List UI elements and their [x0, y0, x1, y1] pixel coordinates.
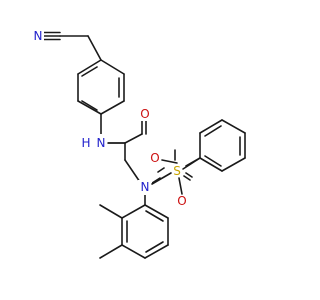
nitrile-group	[43, 31, 102, 61]
aminophenyl-ring	[77, 59, 125, 115]
dimethylphenyl-ring	[99, 191, 169, 259]
amide-h-label: H	[81, 136, 90, 150]
sulfonyl-o1-label: O	[150, 151, 159, 165]
sulfur-label: S	[173, 164, 181, 178]
label-connectors	[107, 142, 201, 195]
benzenesulfonyl-ring	[199, 119, 246, 172]
sulfonyl-o2-label: O	[177, 194, 186, 208]
molecule-structure: N N H O N S O O	[32, 28, 246, 259]
amide-n-label: N	[97, 136, 106, 150]
atom-labels: N N H O N S O O	[32, 28, 188, 208]
carbonyl-o-label: O	[140, 107, 149, 121]
nitrile-n-label: N	[34, 29, 43, 43]
sulfonamide-n-label: N	[141, 180, 150, 194]
